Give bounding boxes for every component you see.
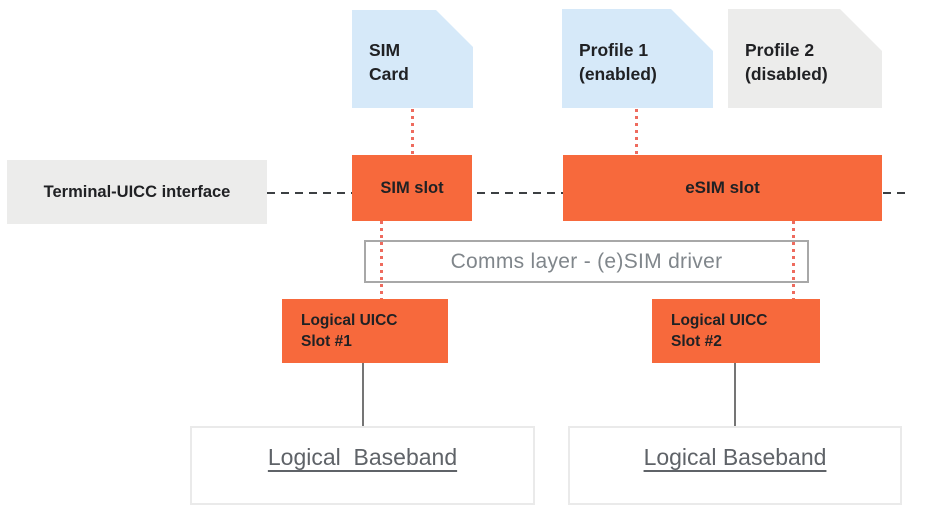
baseband1-label: Logical Baseband	[267, 444, 458, 470]
uicc2-label-line1: Logical UICC	[671, 312, 768, 329]
profile1-label-line2: (enabled)	[579, 63, 657, 84]
dotted-connector-simslot-to-uicc1	[380, 221, 383, 299]
connector-uicc1-to-baseband1	[362, 363, 364, 426]
logical-baseband-2-node: Logical Baseband	[568, 426, 902, 505]
sim-card-label-line2: Card	[369, 64, 409, 84]
dotted-connector-profile1-to-esimslot	[635, 109, 638, 155]
sim-slot-node: SIM slot	[352, 155, 472, 221]
dotted-connector-esimslot-to-uicc2	[792, 221, 795, 299]
esim-slot-node: eSIM slot	[563, 155, 882, 221]
profile2-label-line1: Profile 2	[745, 39, 815, 60]
logical-uicc-slot2-node: Logical UICC Slot #2	[652, 299, 820, 363]
sim-card-label-line1: SIM	[369, 40, 401, 60]
profile1-label-line1: Profile 1	[579, 39, 649, 60]
logical-uicc-slot1-node: Logical UICC Slot #1	[282, 299, 448, 363]
sim-card-node: SIM Card	[352, 10, 473, 108]
uicc2-label-line2: Slot #2	[671, 333, 722, 350]
logical-baseband-1-node: Logical Baseband	[190, 426, 535, 505]
profile2-label-line2: (disabled)	[745, 63, 828, 84]
profile2-node: Profile 2 (disabled)	[728, 9, 882, 108]
dotted-connector-simcard-to-simslot	[411, 109, 414, 155]
uicc1-label-line1: Logical UICC	[301, 312, 398, 329]
connector-uicc2-to-baseband2	[734, 363, 736, 426]
uicc1-label-line2: Slot #1	[301, 333, 352, 350]
profile1-node: Profile 1 (enabled)	[562, 9, 713, 108]
terminal-uicc-interface-label: Terminal-UICC interface	[7, 160, 267, 224]
comms-layer-node: Comms layer - (e)SIM driver	[364, 240, 809, 283]
baseband2-label: Logical Baseband	[643, 444, 827, 470]
